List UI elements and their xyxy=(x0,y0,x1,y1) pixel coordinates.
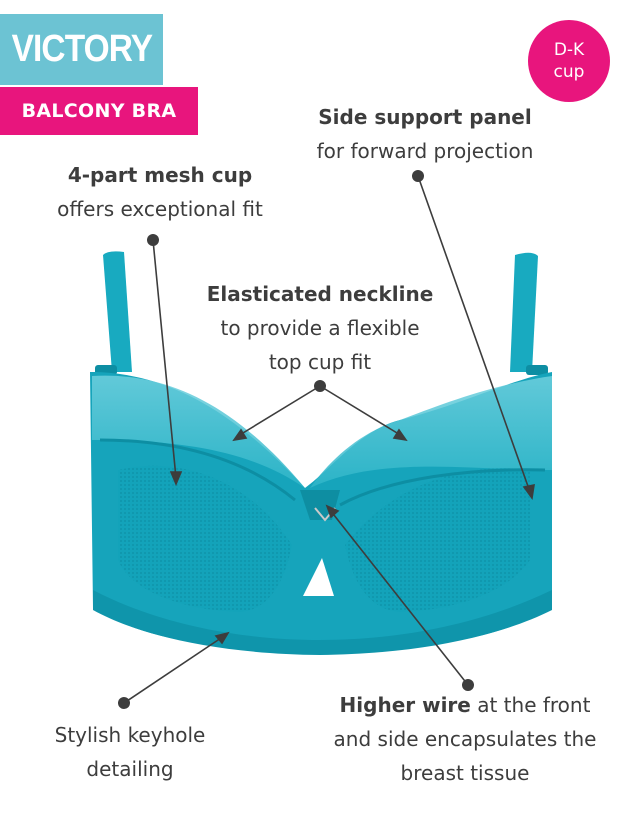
callout-neck-title: Elasticated neckline xyxy=(206,282,434,306)
callout-wire-title: Higher wire xyxy=(339,693,471,717)
callout-wire-text-1: at the front xyxy=(470,693,591,717)
callout-key-text-1: Stylish keyhole xyxy=(54,723,206,747)
callout-neck-text-2: top cup fit xyxy=(268,350,372,374)
callout-key-text-2: detailing xyxy=(86,757,174,781)
right-strap xyxy=(510,252,538,372)
style-name: BALCONY BRA xyxy=(21,100,177,122)
brand-name: VICTORY xyxy=(11,28,153,70)
keyhole-opening xyxy=(303,558,334,596)
callout-mesh-cup: 4-part mesh cup offers exceptional fit xyxy=(40,158,280,226)
callout-wire-text-3: breast tissue xyxy=(400,761,530,785)
right-mesh-cup xyxy=(345,468,530,612)
cup-size-badge: D-K cup xyxy=(528,20,610,102)
left-sheer-panel xyxy=(92,375,305,488)
right-sheer-panel xyxy=(310,376,552,488)
callout-neckline: Elasticated neckline to provide a flexib… xyxy=(190,277,450,379)
callout-side-text: for forward projection xyxy=(316,139,534,163)
callout-wire-text-2: and side encapsulates the xyxy=(333,727,597,751)
cup-unit: cup xyxy=(553,62,585,82)
left-mesh-cup xyxy=(118,465,292,612)
left-strap xyxy=(103,251,132,372)
brand-name-tag: VICTORY xyxy=(0,14,163,85)
callout-keyhole: Stylish keyhole detailing xyxy=(30,718,230,786)
callout-mesh-title: 4-part mesh cup xyxy=(67,163,253,187)
cup-size: D-K xyxy=(553,40,585,60)
callout-side-title: Side support panel xyxy=(318,105,532,129)
under-band xyxy=(93,590,552,655)
callout-neck-text-1: to provide a flexible xyxy=(220,316,420,340)
callout-side-panel: Side support panel for forward projectio… xyxy=(290,100,560,168)
style-tag: BALCONY BRA xyxy=(0,87,198,135)
right-strap-slider xyxy=(526,365,548,375)
callout-wire-line-1: Higher wire at the front xyxy=(300,688,630,722)
callout-mesh-text: offers exceptional fit xyxy=(57,197,263,221)
callout-higher-wire: Higher wire at the front and side encaps… xyxy=(300,688,630,790)
